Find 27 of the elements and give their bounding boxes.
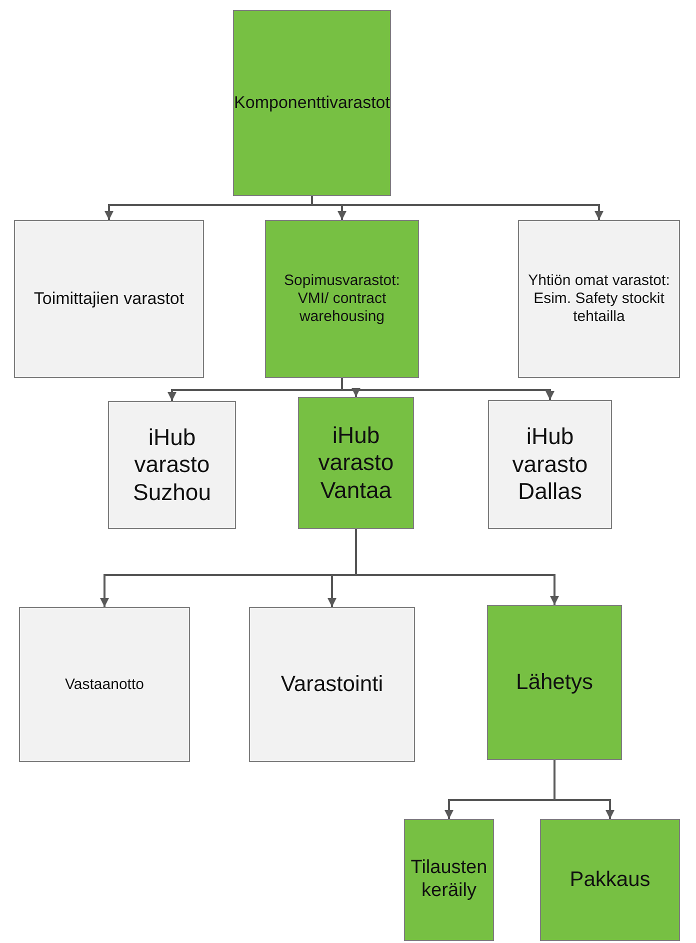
box-label: iHub varasto Dallas xyxy=(511,423,589,506)
process-box xyxy=(487,605,622,760)
box-label: Komponenttivarastot xyxy=(234,92,390,114)
process-box xyxy=(404,819,494,941)
process-box xyxy=(108,401,236,529)
box-label: Pakkaus xyxy=(570,867,650,893)
box-label: Tilausten keräily xyxy=(410,857,488,903)
box-label: Varastointi xyxy=(280,671,384,698)
box-label: Vastaanotto xyxy=(65,676,144,694)
box-label: Sopimusvarastot: VMI/ contract warehousing xyxy=(283,272,401,326)
process-box xyxy=(540,819,680,941)
process-box xyxy=(298,397,414,529)
box-label: iHub varasto Suzhou xyxy=(132,424,212,506)
process-box xyxy=(19,607,190,762)
box-label: iHub varasto Vantaa xyxy=(317,422,395,504)
arrow xyxy=(355,529,559,605)
box-label: Lähetys xyxy=(516,669,594,696)
arrow xyxy=(311,196,604,220)
process-box xyxy=(14,220,204,378)
process-box xyxy=(518,220,680,378)
arrow xyxy=(554,760,614,819)
box-label: Toimittajien varastot xyxy=(34,288,184,310)
process-box xyxy=(265,220,419,378)
process-box xyxy=(488,400,612,529)
box-label: Yhtiön omat varastot: Esim. Safety stockit tehtailla xyxy=(527,272,671,326)
process-box xyxy=(249,607,415,762)
process-box xyxy=(233,10,391,196)
